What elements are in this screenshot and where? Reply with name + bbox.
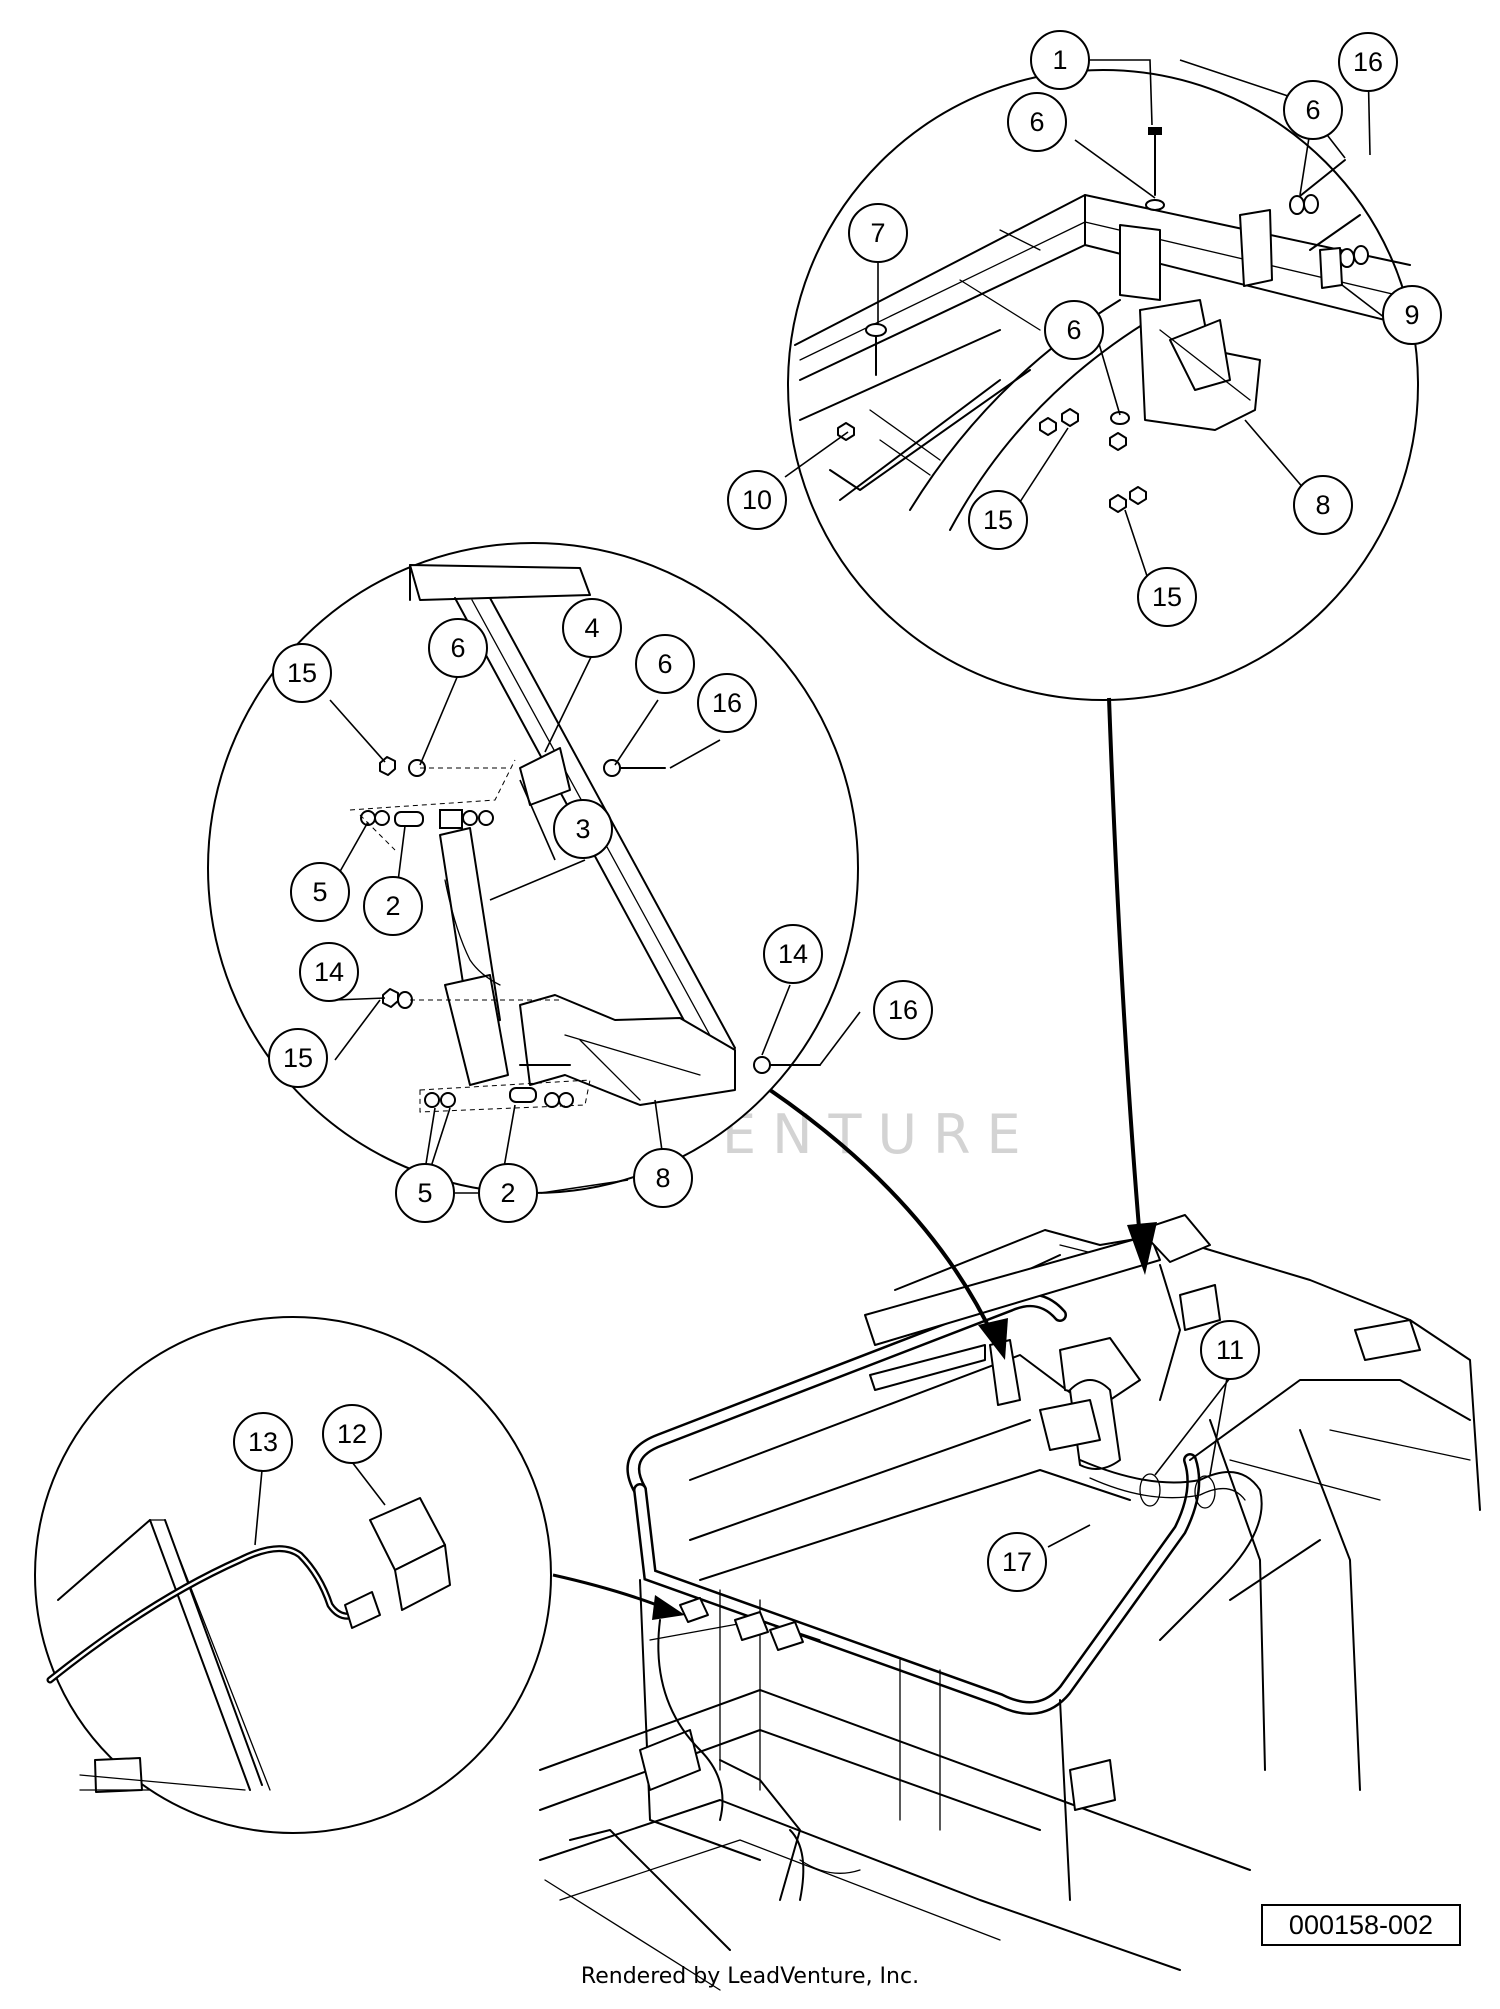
callout-2: 2 xyxy=(363,876,423,936)
callout-label: 5 xyxy=(312,877,327,907)
callout-17: 17 xyxy=(987,1532,1047,1592)
callout-16: 16 xyxy=(1338,32,1398,92)
callout-2: 2 xyxy=(478,1163,538,1223)
callout-label: 10 xyxy=(742,485,772,515)
callout-12: 12 xyxy=(322,1404,382,1464)
callout-label: 1 xyxy=(1052,45,1067,75)
callout-6: 6 xyxy=(1044,300,1104,360)
callout-6: 6 xyxy=(635,634,695,694)
callout-label: 15 xyxy=(983,505,1013,535)
callout-label: 6 xyxy=(1029,107,1044,137)
callout-label: 9 xyxy=(1404,300,1419,330)
callout-label: 13 xyxy=(248,1427,278,1457)
callout-label: 17 xyxy=(1002,1547,1032,1577)
callout-14: 14 xyxy=(299,942,359,1002)
callout-3: 3 xyxy=(553,799,613,859)
callout-6: 6 xyxy=(1283,80,1343,140)
callout-label: 6 xyxy=(1066,315,1081,345)
callout-arrows xyxy=(552,697,1157,1620)
callout-label: 6 xyxy=(1305,95,1320,125)
callout-label: 4 xyxy=(584,613,599,643)
callout-label: 15 xyxy=(283,1043,313,1073)
callout-6: 6 xyxy=(428,618,488,678)
callout-16: 16 xyxy=(697,673,757,733)
callout-10: 10 xyxy=(727,470,787,530)
callout-15: 15 xyxy=(272,643,332,703)
callout-label: 6 xyxy=(657,649,672,679)
callout-9: 9 xyxy=(1382,285,1442,345)
callout-bubbles: 1 6 6 16 7 6 9 10 15 8 15 15 6 4 6 16 3 … xyxy=(233,30,1442,1592)
callout-label: 16 xyxy=(1353,47,1383,77)
footer-credit: Rendered by LeadVenture, Inc. xyxy=(580,1964,920,1989)
callout-label: 7 xyxy=(870,218,885,248)
callout-label: 15 xyxy=(1152,582,1182,612)
callout-label: 16 xyxy=(888,995,918,1025)
callout-15: 15 xyxy=(968,490,1028,550)
callout-label: 2 xyxy=(500,1178,515,1208)
callout-label: 6 xyxy=(450,633,465,663)
callout-8: 8 xyxy=(1293,475,1353,535)
callout-6: 6 xyxy=(1007,92,1067,152)
callout-label: 12 xyxy=(337,1419,367,1449)
callout-label: 8 xyxy=(1315,490,1330,520)
detail-circle-top xyxy=(787,69,1426,701)
callout-5: 5 xyxy=(395,1163,455,1223)
callout-label: 3 xyxy=(575,814,590,844)
callout-13: 13 xyxy=(233,1412,293,1472)
callout-4: 4 xyxy=(562,598,622,658)
callout-1: 1 xyxy=(1030,30,1090,90)
callout-label: 5 xyxy=(417,1178,432,1208)
callout-label: 14 xyxy=(778,939,808,969)
callout-label: 14 xyxy=(314,957,344,987)
detail-circle-middle xyxy=(207,542,859,1194)
callout-label: 8 xyxy=(655,1163,670,1193)
callout-11: 11 xyxy=(1200,1320,1260,1380)
callout-16: 16 xyxy=(873,980,933,1040)
callout-label: 2 xyxy=(385,891,400,921)
callout-14: 14 xyxy=(763,924,823,984)
callout-15: 15 xyxy=(1137,567,1197,627)
callout-label: 15 xyxy=(287,658,317,688)
reference-number: 000158-002 xyxy=(1261,1904,1461,1946)
callout-label: 16 xyxy=(712,688,742,718)
callout-7: 7 xyxy=(848,203,908,263)
detail-circle-left xyxy=(34,1316,552,1834)
vehicle-frame xyxy=(539,1214,1481,1991)
callout-label: 11 xyxy=(1216,1335,1244,1365)
callout-5: 5 xyxy=(290,862,350,922)
callout-15: 15 xyxy=(268,1028,328,1088)
callout-8: 8 xyxy=(633,1148,693,1208)
